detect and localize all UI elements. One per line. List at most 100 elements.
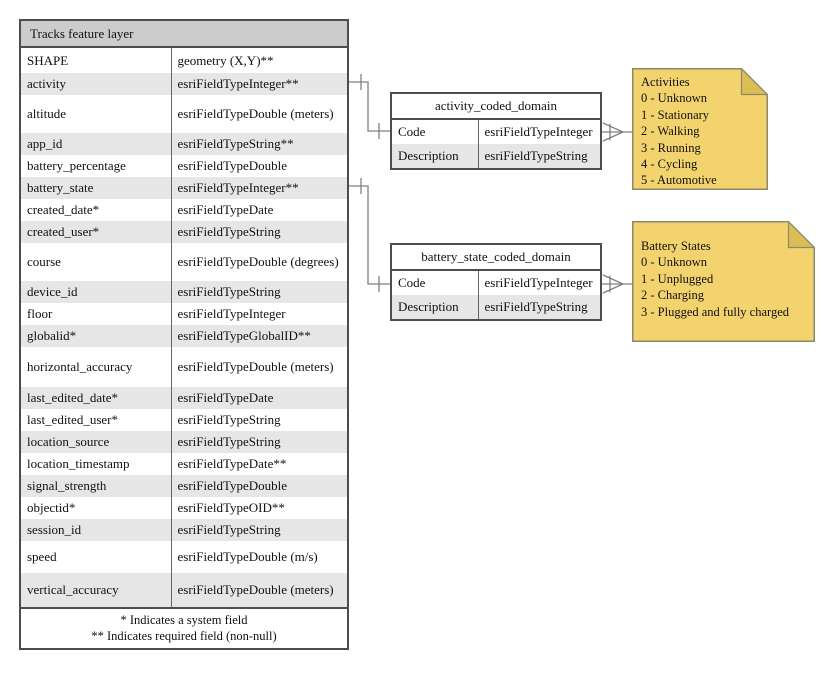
domain-row: Description esriFieldTypeString [392, 144, 600, 168]
field-name-cell: floor [21, 303, 172, 325]
tracks-feature-layer-table[interactable]: Tracks feature layer SHAPE geometry (X,Y)… [19, 19, 349, 650]
note-title: Battery States [641, 239, 711, 253]
field-type-cell: esriFieldTypeString [177, 412, 281, 427]
crows-foot-icon [602, 274, 624, 294]
field-name-cell: SHAPE [21, 48, 172, 73]
field-name-cell: activity [21, 73, 172, 95]
note-line: 2 - Walking [641, 124, 700, 139]
battery-state-coded-domain-table[interactable]: battery_state_coded_domain Code esriField… [390, 243, 602, 321]
field-type-cell: esriFieldTypeString [177, 224, 281, 239]
note-body [632, 68, 768, 190]
domain-row: Description esriFieldTypeString [392, 295, 600, 319]
domain-name-cell: Code [392, 120, 479, 144]
note-line: 1 - Stationary [641, 107, 710, 122]
note-shape [632, 221, 815, 342]
note-body [632, 221, 815, 342]
activity-domain-title: activity_coded_domain [392, 94, 600, 120]
domain-name-cell: Description [392, 295, 479, 319]
field-row: floor esriFieldTypeInteger [21, 303, 347, 325]
crows-foot-icon [602, 122, 624, 142]
field-type-cell: geometry (X,Y)** [177, 52, 274, 68]
field-name-cell: objectid* [21, 497, 172, 519]
field-name-cell: device_id [21, 281, 172, 303]
field-type-cell: esriFieldTypeOID** [177, 500, 285, 515]
note-title: Activities [641, 75, 690, 89]
note-fold-icon [787, 221, 815, 249]
field-row: activity esriFieldTypeInteger** [21, 73, 347, 95]
field-type-cell: esriFieldTypeDouble (meters) [177, 106, 334, 121]
field-row: horizontal_accuracy esriFieldTypeDouble (… [21, 347, 347, 387]
field-row: created_user* esriFieldTypeString [21, 221, 347, 243]
activity-domain-connector[interactable] [349, 74, 390, 139]
field-row: location_timestamp esriFieldTypeDate** [21, 453, 347, 475]
note-line: 5 - Automotive [641, 173, 717, 188]
field-name-cell: course [21, 243, 172, 281]
field-type-cell: esriFieldTypeDouble [177, 478, 288, 493]
domain-field-list: Code esriFieldTypeInteger Description esri… [392, 271, 600, 319]
note-shape [632, 68, 768, 190]
field-name-cell: last_edited_user* [21, 409, 172, 431]
field-type-cell: esriFieldTypeDouble (meters) [177, 359, 334, 374]
activities-note[interactable]: Activities 0 - Unknown 1 - Stationary 2 … [632, 68, 768, 190]
domain-type-cell: esriFieldTypeString [484, 299, 588, 314]
field-name-cell: location_source [21, 431, 172, 453]
domain-name-cell: Code [392, 271, 479, 295]
field-name-cell: app_id [21, 133, 172, 155]
connector-path [349, 81, 390, 132]
footnote-line: ** Indicates required field (non-null) [91, 629, 277, 643]
field-type-cell: esriFieldTypeInteger** [177, 76, 299, 91]
field-type-cell: esriFieldTypeDouble [177, 158, 288, 173]
domain-name-cell: Description [392, 144, 479, 168]
field-name-cell: signal_strength [21, 475, 172, 497]
field-type-cell: esriFieldTypeString** [177, 136, 294, 151]
field-row: battery_percentage esriFieldTypeDouble [21, 155, 347, 177]
battery-states-note[interactable]: Battery States 0 - Unknown 1 - Unplugged… [632, 221, 815, 342]
field-name-cell: horizontal_accuracy [21, 347, 172, 387]
field-row: globalid*esriFieldTypeGlobalID** [21, 325, 347, 347]
field-name-cell: created_user* [21, 221, 172, 243]
field-name-cell: vertical_accuracy [21, 573, 172, 607]
field-row: objectid* esriFieldTypeOID** [21, 497, 347, 519]
table-footnotes: * Indicates a system field ** Indicates … [21, 607, 347, 648]
field-row: app_id esriFieldTypeString** [21, 133, 347, 155]
note-line: 2 - Charging [641, 288, 704, 303]
field-type-cell: esriFieldTypeInteger [177, 306, 286, 321]
note-line: 0 - Unknown [641, 91, 707, 106]
note-line: 1 - Unplugged [641, 271, 714, 286]
domain-type-cell: esriFieldTypeInteger [484, 275, 593, 290]
field-type-cell: esriFieldTypeInteger** [177, 180, 299, 195]
field-type-cell: esriFieldTypeString [177, 522, 281, 537]
field-type-cell: esriFieldTypeGlobalID** [177, 328, 311, 343]
field-type-cell: esriFieldTypeDate** [177, 456, 287, 471]
field-row: last_edited_date*esriFieldTypeDate [21, 387, 347, 409]
footnote-line: * Indicates a system field [120, 613, 248, 627]
tracks-table-title: Tracks feature layer [21, 21, 347, 48]
domain-type-cell: esriFieldTypeString [484, 148, 588, 163]
battery-domain-title: battery_state_coded_domain [392, 245, 600, 271]
activity-note-connector[interactable] [602, 122, 632, 142]
field-name-cell: speed [21, 541, 172, 573]
field-name-cell: location_timestamp [21, 453, 172, 475]
note-line: 3 - Plugged and fully charged [641, 304, 789, 319]
field-name-cell: session_id [21, 519, 172, 541]
field-name-cell: created_date* [21, 199, 172, 221]
field-row: session_id esriFieldTypeString [21, 519, 347, 541]
field-row: created_date* esriFieldTypeDate [21, 199, 347, 221]
connector-path [349, 185, 390, 285]
field-row: location_source esriFieldTypeString [21, 431, 347, 453]
note-line: 3 - Running [641, 140, 701, 155]
field-type-cell: esriFieldTypeDate [177, 202, 274, 217]
battery-note-connector[interactable] [602, 274, 632, 294]
battery-domain-connector[interactable] [349, 178, 390, 292]
field-name-cell: battery_percentage [21, 155, 172, 177]
field-type-cell: esriFieldTypeString [177, 284, 281, 299]
note-fold-icon [740, 68, 768, 96]
domain-row: Code esriFieldTypeInteger [392, 271, 600, 295]
field-type-cell: esriFieldTypeString [177, 434, 281, 449]
